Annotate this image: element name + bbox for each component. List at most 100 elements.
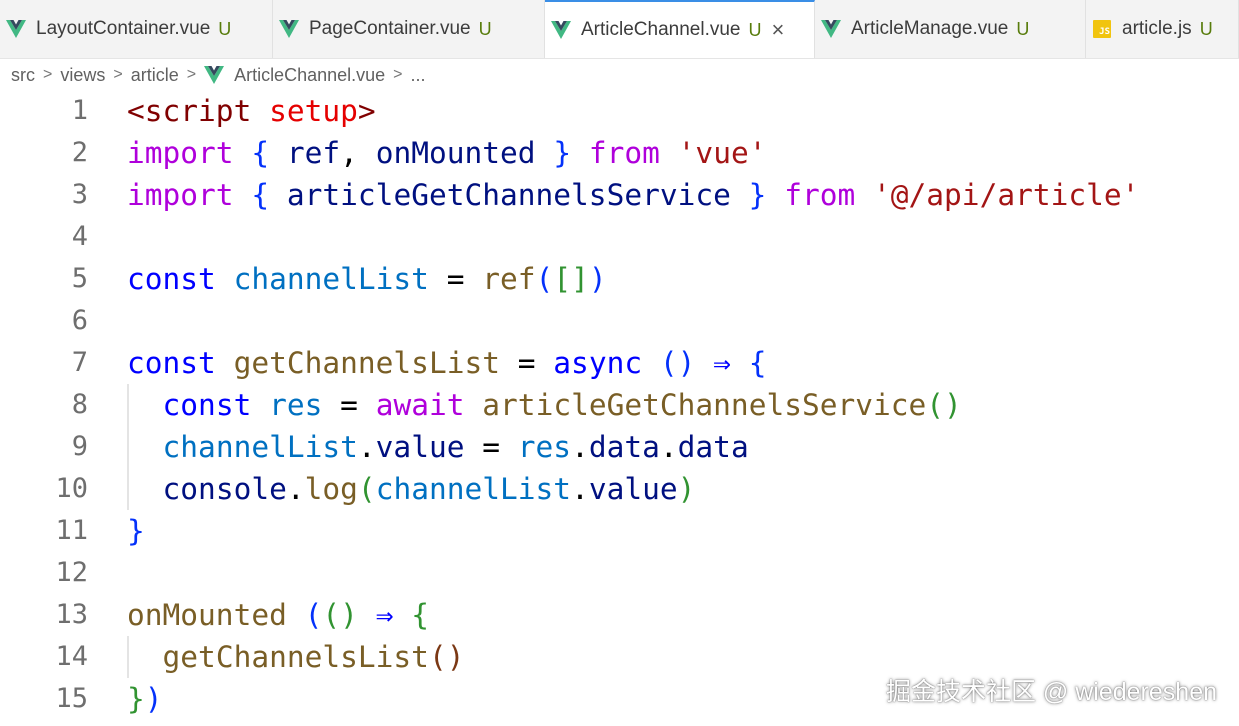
line-number: 12 — [55, 557, 88, 588]
code-text: onMounted (() ⇒ { — [127, 594, 429, 636]
code-token: } — [127, 514, 145, 548]
code-token: ( — [357, 472, 376, 506]
code-line[interactable]: 9 channelList.value = res.data.data — [0, 426, 1239, 468]
code-token: ⇒ — [713, 346, 731, 380]
code-text: getChannelsList() — [127, 636, 465, 678]
code-token: [] — [553, 262, 589, 296]
code-token: , — [340, 136, 376, 170]
code-line[interactable]: 4 — [0, 216, 1239, 258]
code-token — [536, 136, 554, 170]
tab-label: LayoutContainer.vue — [36, 18, 211, 39]
breadcrumb-item[interactable]: views — [60, 64, 106, 85]
code-token: import — [127, 178, 234, 212]
code-token — [695, 346, 713, 380]
line-number: 3 — [71, 179, 88, 210]
code-line[interactable]: 10 console.log(channelList.value) — [0, 468, 1239, 510]
code-token — [731, 178, 749, 212]
code-token: . — [659, 430, 678, 464]
code-token: res — [517, 430, 572, 464]
code-token: ( — [304, 598, 323, 632]
code-token: = — [322, 388, 376, 422]
breadcrumb-item[interactable]: ... — [410, 64, 426, 85]
line-number: 2 — [71, 137, 88, 168]
code-token: articleGetChannelsService — [482, 388, 927, 422]
vue-icon — [821, 20, 841, 38]
line-number: 11 — [55, 515, 88, 546]
line-number: 10 — [55, 473, 88, 504]
code-text: channelList.value = res.data.data — [127, 426, 749, 468]
code-line[interactable]: 1<script setup> — [0, 90, 1239, 132]
code-token: } — [553, 136, 572, 170]
indent-guide — [127, 636, 129, 678]
code-line[interactable]: 6 — [0, 300, 1239, 342]
code-token — [251, 94, 269, 128]
tab-label: PageContainer.vue — [309, 18, 471, 39]
code-token: () — [659, 346, 696, 380]
breadcrumb-item[interactable]: src — [11, 64, 35, 85]
code-token: articleGetChannelsService — [286, 178, 731, 212]
breadcrumb-separator: > — [186, 66, 197, 83]
code-token — [766, 178, 784, 212]
breadcrumb: src>views>article>ArticleChannel.vue>... — [0, 59, 1239, 91]
code-token: ( — [535, 262, 554, 296]
code-token: channelList — [233, 262, 429, 296]
code-token: ) — [677, 472, 696, 506]
code-text: } — [127, 510, 145, 552]
code-token: { — [748, 346, 767, 380]
line-number: 4 — [71, 221, 88, 252]
code-text: }) — [127, 678, 163, 720]
code-token — [642, 346, 660, 380]
code-token: setup — [269, 94, 358, 128]
code-token — [216, 262, 234, 296]
vue-icon — [279, 20, 299, 38]
line-number: 8 — [71, 389, 88, 420]
code-line[interactable]: 12 — [0, 552, 1239, 594]
code-token: = — [428, 262, 483, 296]
code-token — [287, 598, 305, 632]
line-number: 6 — [71, 305, 88, 336]
watermark: 掘金技术社区 @ wiedereshen — [885, 678, 1217, 706]
breadcrumb-item[interactable]: ArticleChannel.vue — [234, 64, 386, 85]
code-token: ref — [482, 262, 536, 296]
code-token: ⇒ — [375, 598, 394, 632]
code-token: . — [357, 430, 376, 464]
code-token: getChannelsList — [233, 346, 500, 380]
code-token: onMounted — [127, 598, 287, 632]
code-token — [358, 598, 376, 632]
code-token: . — [286, 472, 305, 506]
code-token: > — [357, 94, 376, 128]
code-token: channelList — [375, 472, 572, 506]
code-token — [393, 598, 411, 632]
code-token: ) — [144, 682, 163, 716]
code-token: log — [304, 472, 358, 506]
code-line[interactable]: 11} — [0, 510, 1239, 552]
code-token: { — [411, 598, 429, 632]
code-token — [855, 178, 873, 212]
code-token: data — [677, 430, 749, 464]
code-token: () — [322, 598, 358, 632]
code-token — [216, 346, 234, 380]
close-icon[interactable]: × — [771, 17, 785, 42]
code-line[interactable]: 8 const res = await articleGetChannelsSe… — [0, 384, 1239, 426]
code-token: () — [428, 640, 465, 674]
code-token: '@/api/article' — [873, 178, 1140, 212]
breadcrumb-item[interactable]: article — [130, 64, 179, 85]
code-line[interactable]: 14 getChannelsList() — [0, 636, 1239, 678]
code-token — [234, 136, 252, 170]
code-token: const — [127, 262, 216, 296]
code-line[interactable]: 15}) — [0, 678, 1239, 720]
code-token: value — [375, 430, 465, 464]
code-token: console — [162, 472, 287, 506]
